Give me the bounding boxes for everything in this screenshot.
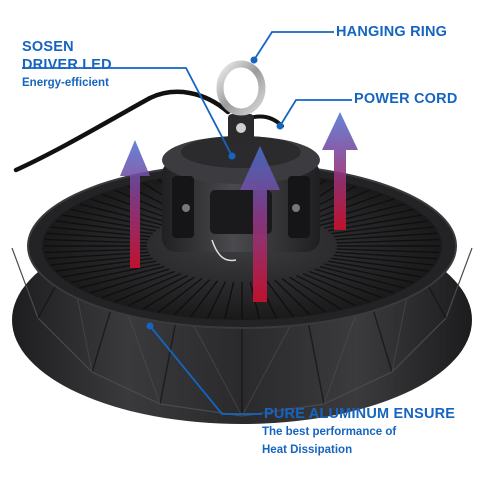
heatsink-fin [333,254,434,266]
heatsink-fin [70,208,160,229]
hanging-ring-label: HANGING RING [336,24,448,40]
heatsink-fin [101,270,176,299]
heatsink-fin [335,232,438,241]
heatsink-fin [266,280,294,317]
heatsink-fin [157,278,203,313]
heatsink-fin [79,265,165,289]
heatsink-fin [224,281,235,319]
heatsink-fin [324,263,414,284]
heatsink-fin [62,214,157,232]
heatsink-fin [327,260,422,278]
heatsink-fin [331,220,429,235]
hanging-ring [216,60,266,116]
heatsink-fin [314,198,394,224]
heatsink-fin [289,276,342,310]
power-cord-label: POWER CORD [354,91,458,107]
heatsink-fin [114,272,182,303]
heatsink-fin [62,260,157,278]
heatsink-fin [331,257,429,272]
aluminum-label: PURE ALUMINUM ENSURE [264,406,456,422]
heatsink-fin [308,270,383,299]
driver-subtitle: Energy-efficient [22,77,109,89]
heatsink-fin [70,263,160,284]
heatsink-fin [206,281,227,319]
driver-label-line1: SOSEN [22,39,74,55]
callout-lines [22,31,352,415]
heatsink-fin [142,276,195,310]
heatsink-fin [79,203,165,227]
heatsink-fin [319,203,405,227]
heatsink-fin [319,265,405,289]
heat-flow-arrow-icon [120,112,358,302]
driver-label-line2: DRIVER LED [22,57,112,73]
heatsink-fin [314,268,394,294]
heatsink-fin [173,279,210,316]
heatsink-fin [336,248,440,254]
heatsink-fin [336,238,440,244]
heatsink-fin [90,198,170,224]
aluminum-subtitle-line2: Heat Dissipation [262,444,353,456]
heatsink-fin [274,279,311,316]
heatsink-fin [281,278,327,313]
heatsink-fin [128,274,188,307]
heatsink-fin [90,268,170,294]
heatsink-fin [333,226,434,238]
heatsink-fin [190,280,218,317]
heatsink-fin [296,274,356,307]
callout-pointer-dot [146,56,284,330]
heatsink-fin [335,251,438,260]
heatsink-fin [302,272,370,303]
aluminum-subtitle-line1: The best performance of [262,426,397,438]
